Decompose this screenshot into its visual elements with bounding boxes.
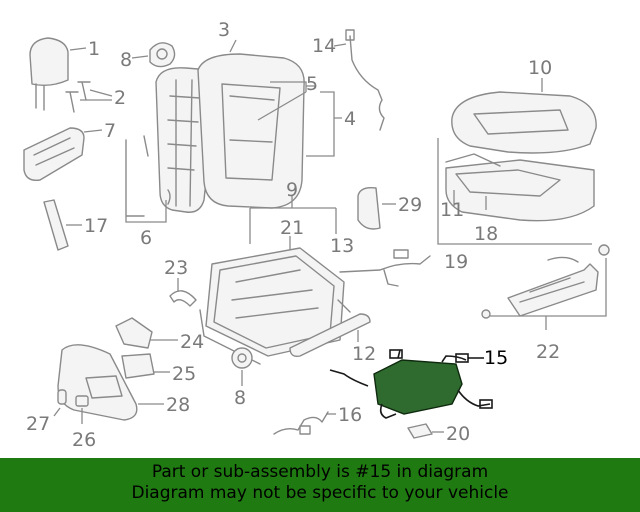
- side-shield-bracket-part: [115, 317, 178, 349]
- callout-27: 27: [26, 413, 50, 435]
- callout-26: 26: [72, 429, 96, 451]
- callout-12: 12: [352, 343, 376, 365]
- callout-21: 21: [280, 217, 304, 239]
- callout-28: 28: [166, 394, 190, 416]
- callout-8b: 8: [234, 387, 246, 409]
- callout-17: 17: [84, 215, 108, 237]
- callout-29: 29: [398, 194, 422, 216]
- seat-cushion-part: [451, 78, 597, 154]
- rail-cover-part: [289, 313, 371, 358]
- callout-24: 24: [180, 331, 204, 353]
- callout-4-bracket: [306, 91, 342, 157]
- headrest-guide-part: [65, 81, 113, 113]
- callout-19: 19: [444, 251, 468, 273]
- callout-1: 1: [88, 38, 100, 60]
- info-banner: Part or sub-assembly is #15 in diagram D…: [0, 458, 640, 512]
- banner-line-2: Diagram may not be specific to your vehi…: [131, 483, 509, 503]
- seat-harness-part: [339, 249, 431, 287]
- banner-line-1: Part or sub-assembly is #15 in diagram: [151, 462, 489, 482]
- callout-15: 15: [484, 347, 508, 369]
- callout-23: 23: [164, 257, 188, 279]
- callout-7: 7: [104, 120, 116, 142]
- recliner-motor-part: [131, 42, 176, 68]
- callout-9: 9: [286, 179, 298, 201]
- callout-10: 10: [528, 57, 552, 79]
- callout-2: 2: [114, 87, 126, 109]
- callout-4: 4: [344, 108, 356, 130]
- callout-5: 5: [306, 73, 318, 95]
- seatback-cushion-part: [197, 39, 316, 209]
- adjuster-rod-part: [125, 135, 171, 223]
- callout-16: 16: [338, 404, 362, 426]
- callout-13: 13: [330, 235, 354, 257]
- seat-motor-part: [231, 347, 253, 386]
- knob-parts: [53, 389, 89, 424]
- callout-25: 25: [172, 363, 196, 385]
- part-15-highlighted[interactable]: [329, 349, 493, 419]
- callout-9-21-bracket: [249, 196, 337, 258]
- headrest-part: [29, 37, 87, 111]
- callout-20: 20: [446, 423, 470, 445]
- callout-14: 14: [312, 35, 336, 57]
- seat-parts-diagram: 1 2 7 17 8 3 5 4: [23, 19, 610, 451]
- trim-strip-part: [43, 199, 82, 251]
- callout-6: 6: [140, 227, 152, 249]
- callout-11: 11: [440, 199, 464, 221]
- callout-3: 3: [218, 19, 230, 41]
- floor-harness-part: [273, 411, 336, 435]
- seat-frame-part: [199, 247, 351, 365]
- cushion-pad-group: [437, 138, 595, 245]
- bracket-part: [169, 278, 197, 307]
- callout-8a: 8: [120, 49, 132, 71]
- recliner-cover-part: [357, 186, 396, 230]
- callout-18: 18: [474, 223, 498, 245]
- seat-track-part: [481, 244, 610, 330]
- small-cover-part: [407, 423, 444, 439]
- seatback-harness-part: [333, 29, 385, 131]
- switch-part: [121, 353, 170, 379]
- callout-22: 22: [536, 341, 560, 363]
- side-trim-part: [23, 127, 103, 181]
